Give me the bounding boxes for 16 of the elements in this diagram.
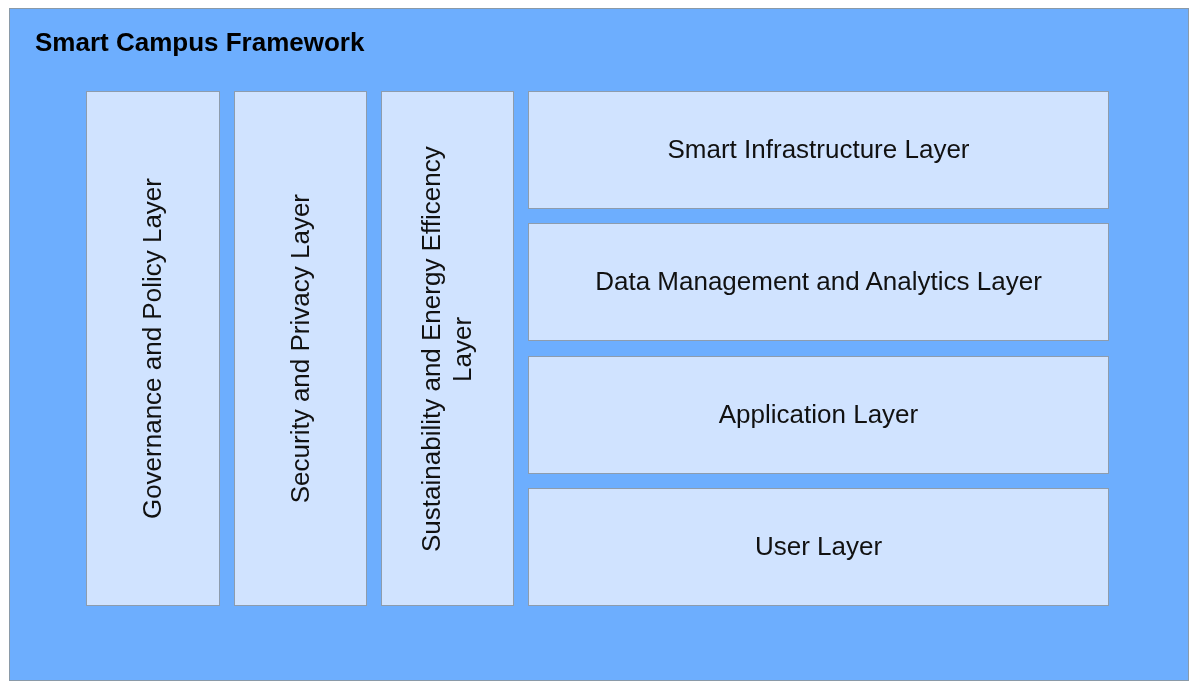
layer-label: Governance and Policy Layer [137,177,169,520]
layer-label: User Layer [754,531,883,563]
layer-box [528,356,1109,474]
framework-container [9,8,1189,681]
layer-box [381,91,514,606]
layer-label: Sustainability and Energy Efficency Layer [416,144,479,554]
layer-box [528,223,1109,341]
layer-box [528,488,1109,606]
layer-label: Data Management and Analytics Layer [595,266,1042,298]
layer-label: Application Layer [718,399,919,431]
layer-label: Smart Infrastructure Layer [667,134,970,166]
framework-title: Smart Campus Framework [35,27,365,58]
layer-box [528,91,1109,209]
layer-box [86,91,220,606]
layer-box [234,91,367,606]
layer-label: Security and Privacy Layer [284,193,316,504]
